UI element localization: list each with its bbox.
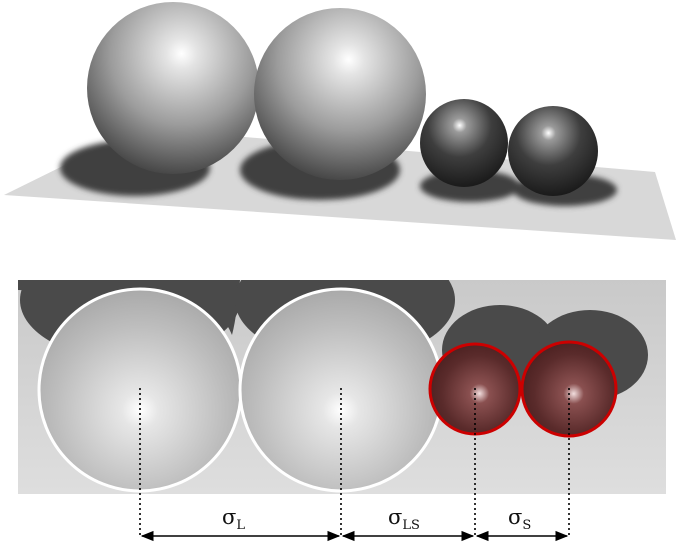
large-sphere-1	[87, 2, 259, 174]
label-sigma-l: σL	[222, 505, 245, 533]
label-sigma-s: σS	[508, 505, 531, 533]
large-sphere-2	[254, 8, 426, 180]
small-sphere-1	[420, 99, 508, 187]
perspective-scene	[4, 2, 676, 240]
top-view-panel	[18, 280, 666, 536]
label-sigma-ls: σLS	[388, 505, 420, 533]
small-sphere-2	[508, 106, 598, 196]
